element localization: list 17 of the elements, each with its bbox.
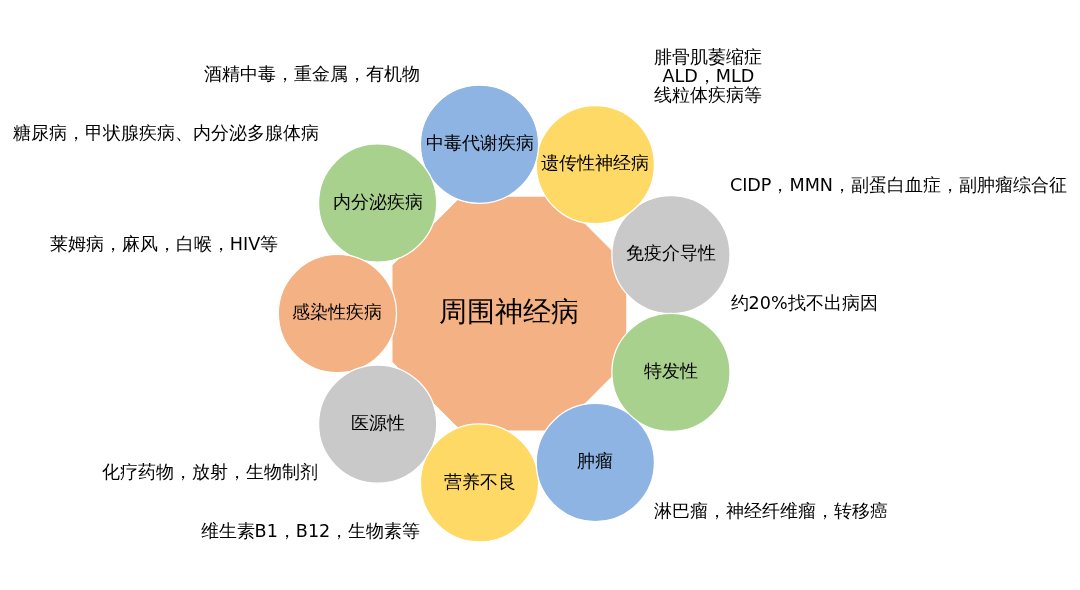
node-label: 维生素B1，B12，生物素等 xyxy=(200,520,421,541)
node-label: 酒精中毒，重金属，有机物 xyxy=(204,63,421,84)
node-label: 淋巴瘤，神经纤维瘤，转移癌 xyxy=(654,500,889,521)
node-label: CIDP，MMN，副蛋白血症，副肿瘤综合征 xyxy=(729,174,1067,195)
node-circle: 感染性疾病 xyxy=(277,253,398,373)
node-circle: 医源性 xyxy=(317,363,438,484)
node-label: ALD，MLD xyxy=(662,65,755,86)
node-label: 糖尿病，甲状腺疾病、内分泌多腺体病 xyxy=(12,122,319,143)
node-label: 线粒体疾病等 xyxy=(654,84,763,105)
node-label: 莱姆病，麻风，白喉，HIV等 xyxy=(49,233,279,254)
node-label: 腓骨肌萎缩症 xyxy=(654,46,763,67)
node-circle: 遗传性神经病 xyxy=(535,104,656,224)
node-circle: 营养不良 xyxy=(419,422,540,543)
node-circle: 特发性 xyxy=(611,312,731,432)
node-label: 约20%找不出病因 xyxy=(730,292,878,313)
node-label: 化疗药物，放射，生物制剂 xyxy=(102,461,319,482)
node-circle: 免疫介导性 xyxy=(611,194,731,314)
